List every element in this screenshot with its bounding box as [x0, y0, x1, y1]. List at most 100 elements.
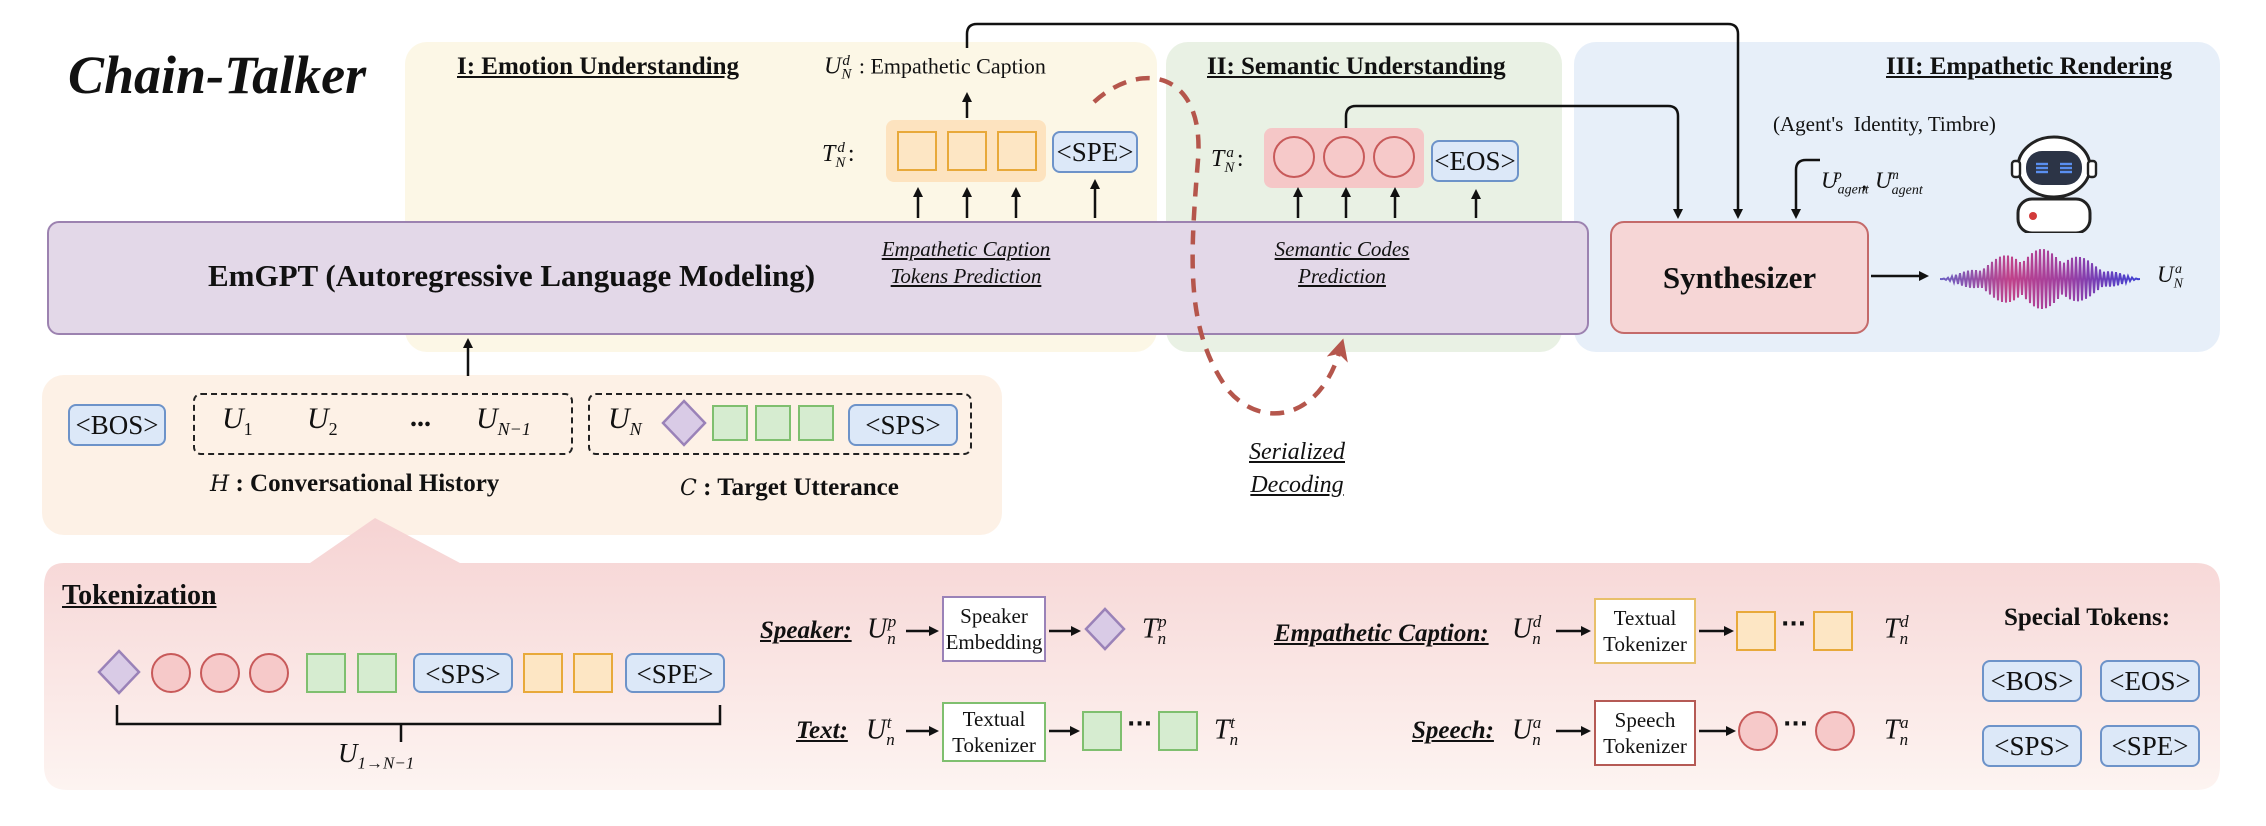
text-output-symbol: Tnt [1214, 713, 1239, 749]
legend-eos-token: <EOS> [2100, 660, 2200, 702]
text-box-line2: Tokenizer [952, 733, 1036, 757]
text-token [755, 405, 791, 441]
output-speech-symbol: UNa [2157, 262, 2183, 292]
history-utterance-n-1: UN−1 [476, 402, 531, 439]
caption-token [947, 131, 987, 171]
seq-speech-token [249, 653, 289, 693]
caption-output-symbol: Tnd [1884, 612, 1909, 648]
semantic-prediction-line2: Prediction [1298, 264, 1386, 288]
speech-token [1273, 136, 1315, 178]
caption-prediction-label: Empathetic Caption Tokens Prediction [876, 236, 1056, 290]
target-dashed-box [588, 393, 972, 455]
semantic-prediction-line1: Semantic Codes [1274, 237, 1410, 261]
seq-speech-token [200, 653, 240, 693]
caption-out-token [1813, 611, 1853, 651]
caption-tokens-symbol: TNd: [822, 140, 855, 171]
text-token [712, 405, 748, 441]
bos-token: <BOS> [68, 404, 166, 446]
speech-token [1373, 136, 1415, 178]
speaker-output-symbol: Tnp [1142, 612, 1167, 648]
legend-sps-token: <SPS> [1982, 725, 2082, 767]
seq-text-token [306, 653, 346, 693]
spe-token: <SPE> [1052, 131, 1138, 173]
robot-agent-icon [2010, 135, 2098, 233]
speech-waveform-icon [1940, 249, 2140, 310]
history-dashed-box [193, 393, 573, 455]
stage-2-title: II: Semantic Understanding [1207, 53, 1506, 80]
target-utterance-symbol: UN [608, 402, 642, 439]
speech-output-symbol: Tna [1884, 713, 1909, 749]
caption-box-line1: Textual [1613, 606, 1677, 630]
agent-embedding-symbol: Uagentp , Uagentm [1821, 168, 1923, 198]
text-input-symbol: Unt [866, 713, 895, 749]
caption-out-token [1736, 611, 1776, 651]
target-symbol: C [680, 476, 697, 501]
stage-3-title: III: Empathetic Rendering [1886, 53, 2173, 80]
caption-out-dots: ··· [1781, 612, 1807, 637]
sequence-range-symbol: U1→N−1 [338, 738, 415, 773]
tokenization-title: Tokenization [62, 580, 217, 611]
speech-input-symbol: Una [1512, 713, 1542, 749]
empathetic-caption-label: Empathetic Caption [870, 53, 1046, 79]
seq-text-token [357, 653, 397, 693]
seq-caption-token [523, 653, 563, 693]
seq-caption-token [573, 653, 613, 693]
text-out-token [1082, 711, 1122, 751]
special-tokens-title: Special Tokens: [2004, 604, 2171, 631]
caption-input-symbol: Und [1512, 612, 1542, 648]
speaker-box-line2: Embedding [945, 630, 1043, 654]
speech-tokenizer-box: Speech Tokenizer [1594, 700, 1696, 766]
speaker-output-diamond [1084, 607, 1126, 651]
caption-label: Empathetic Caption: [1274, 620, 1489, 647]
serialized-line2: Decoding [1250, 472, 1344, 498]
sps-token: <SPS> [848, 404, 958, 446]
eos-token: <EOS> [1431, 140, 1519, 182]
legend-spe-token: <SPE> [2100, 725, 2200, 767]
target-label: : Target Utterance [703, 474, 899, 501]
caption-tokenizer-box: Textual Tokenizer [1594, 598, 1696, 664]
speech-token [1323, 136, 1365, 178]
history-caption: H : Conversational History [210, 470, 499, 498]
text-out-dots: ··· [1127, 712, 1153, 737]
history-utterances: U1 [222, 402, 253, 439]
semantic-tokens-symbol: TNa: [1211, 145, 1244, 176]
caption-box-line2: Tokenizer [1603, 632, 1687, 656]
speaker-label: Speaker: [760, 617, 852, 644]
text-box-line1: Textual [962, 707, 1026, 731]
text-label: Text: [796, 717, 848, 744]
seq-sps-token: <SPS> [413, 653, 513, 693]
speaker-embedding-box: Speaker Embedding [942, 596, 1046, 662]
speech-out-token [1815, 711, 1855, 751]
history-symbol: H [210, 472, 230, 497]
speech-out-token [1738, 711, 1778, 751]
synthesizer-label: Synthesizer [1662, 259, 1817, 295]
sequence-speaker-diamond [97, 649, 141, 695]
seq-speech-token [151, 653, 191, 693]
synthesizer-block: Synthesizer [1610, 221, 1869, 334]
stage-1-title: I: Emotion Understanding [457, 53, 739, 80]
legend-bos-token: <BOS> [1982, 660, 2082, 702]
history-label: : Conversational History [235, 470, 500, 497]
serialized-decoding-label: Serialized Decoding [1222, 436, 1372, 502]
target-caption: C : Target Utterance [680, 474, 899, 502]
caption-prediction-line1: Empathetic Caption [881, 237, 1051, 261]
history-utterance-2: U2 [307, 402, 338, 439]
speaker-input-symbol: Unp [867, 612, 897, 648]
serialized-line1: Serialized [1249, 439, 1345, 465]
speech-box-line1: Speech [1614, 708, 1676, 732]
text-out-token [1158, 711, 1198, 751]
caption-token [997, 131, 1037, 171]
empathetic-caption-text: UNd: Empathetic Caption [824, 53, 1046, 83]
caption-prediction-line2: Tokens Prediction [890, 264, 1042, 288]
semantic-prediction-label: Semantic Codes Prediction [1252, 236, 1432, 290]
history-ellipsis: ... [410, 402, 431, 433]
emgpt-label: EmGPT (Autoregressive Language Modeling) [208, 258, 816, 293]
input-sequence-panel [42, 375, 1002, 535]
caption-token [897, 131, 937, 171]
speech-box-line2: Tokenizer [1603, 734, 1687, 758]
seq-spe-token: <SPE> [625, 653, 725, 693]
speaker-box-line1: Speaker [960, 604, 1028, 628]
speech-out-dots: ··· [1783, 712, 1809, 737]
speaker-token-diamond [661, 399, 707, 447]
diagram-title: Chain-Talker [68, 45, 367, 105]
